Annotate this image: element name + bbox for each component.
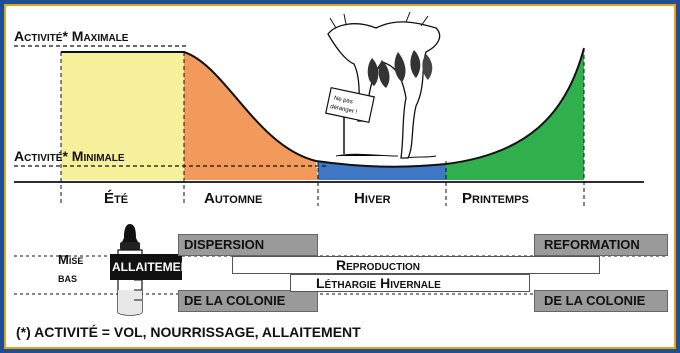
season-label-ete: Été (104, 190, 129, 207)
reformation-box-top (534, 234, 668, 256)
diagram-frame: Ne pas déranger ! Activité* Maximale Act… (4, 4, 676, 349)
dispersion-label: DISPERSION (184, 237, 265, 252)
reproduction-bar (232, 256, 600, 274)
reproduction-label: Reproduction (336, 257, 421, 273)
reformation-box-bottom (534, 290, 668, 312)
allaitement-bar (110, 254, 182, 280)
sign-text-line1: Ne pas (333, 96, 353, 106)
season-label-hiver: Hiver (354, 190, 391, 207)
season-label-automne: Automne (204, 190, 263, 207)
season-label-printemps: Printemps (462, 190, 529, 207)
min-activity-label: Activité* Minimale (14, 148, 125, 164)
allaitement-label: ALLAITEMENT (112, 260, 197, 274)
dispersion-box-top (178, 234, 318, 256)
max-activity-label: Activité* Maximale (14, 28, 129, 44)
activity-curve-chart: Ne pas déranger ! (14, 11, 644, 206)
activity-curve-line (61, 47, 585, 168)
dispersion-box-bottom (178, 290, 318, 312)
hibernating-bats-icon: Ne pas déranger ! (325, 11, 441, 159)
lethargie-bar (290, 274, 530, 292)
lethargie-label: Léthargie Hivernale (316, 275, 441, 291)
sign-text-line2: déranger ! (330, 104, 358, 116)
dispersion-colonie-label: DE LA COLONIE (184, 293, 286, 308)
mise-bas-label-1: Mise (58, 252, 84, 267)
reformation-label: REFORMATION (544, 237, 640, 252)
reformation-colonie-label: DE LA COLONIE (544, 293, 646, 308)
season-fill-printemps (446, 48, 584, 180)
season-fill-ete (61, 52, 184, 180)
mise-bas-label-2: bas (58, 270, 78, 285)
footnote: (*) ACTIVITÉ = VOL, NOURRISSAGE, ALLAITE… (16, 324, 361, 340)
